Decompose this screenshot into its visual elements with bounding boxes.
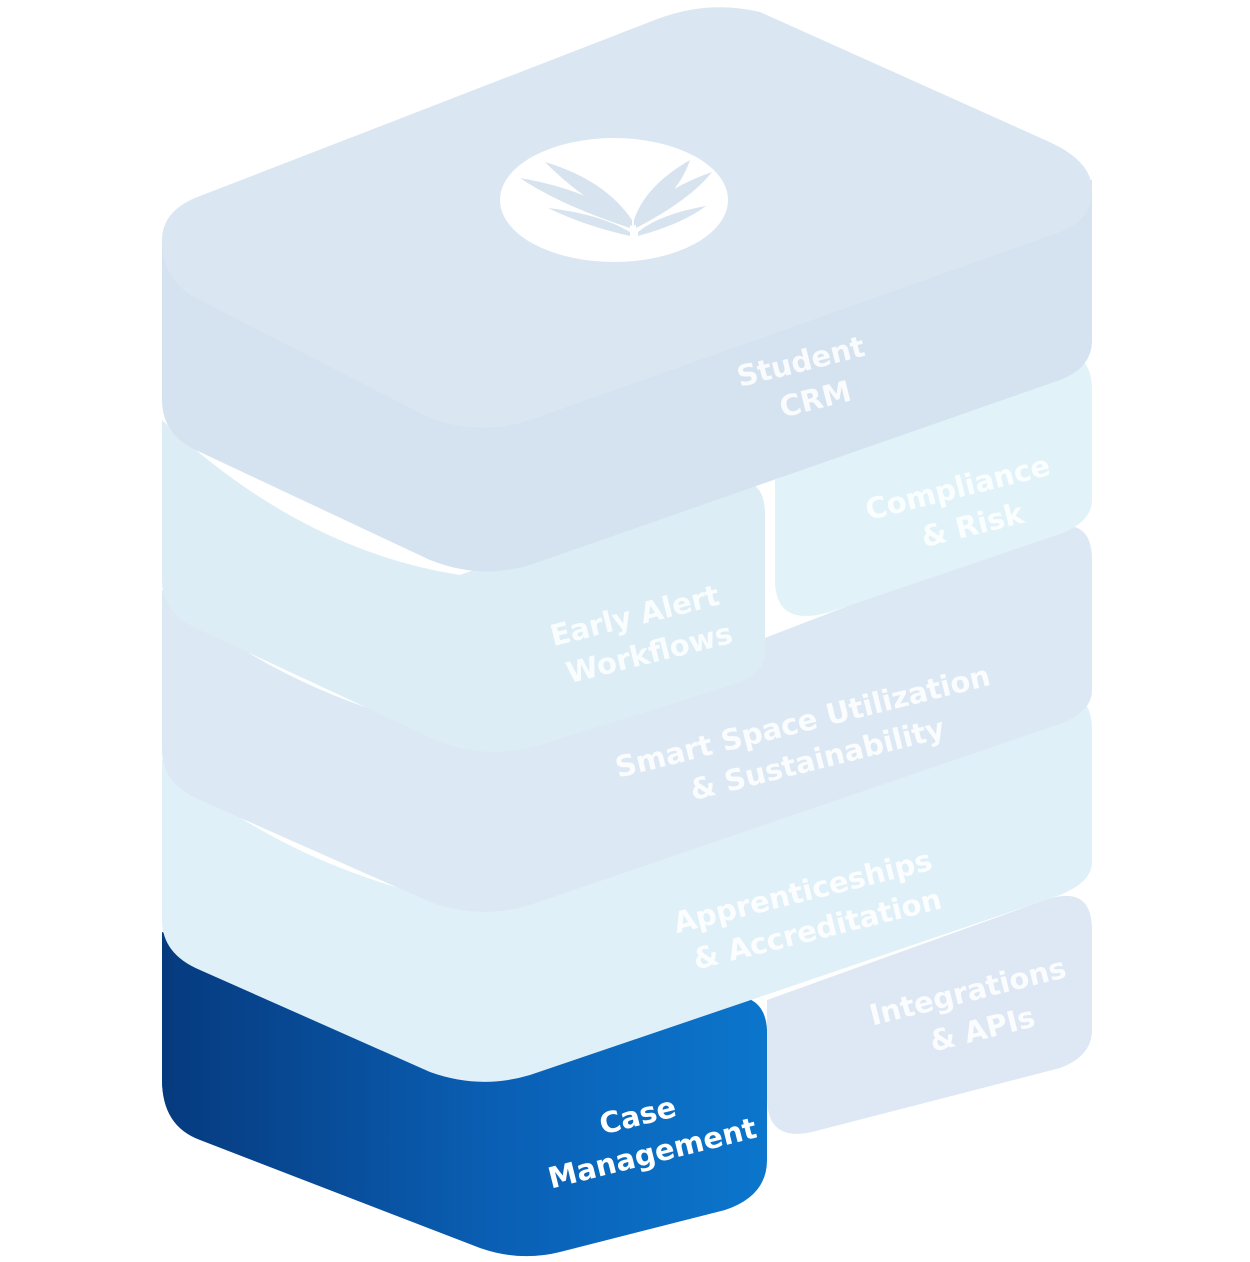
module-early-alert[interactable]: Early Alert Workflows [162, 420, 765, 752]
module-case-management[interactable]: Case Management [162, 932, 767, 1257]
integrations-block [767, 895, 1092, 1134]
logo-badge [500, 138, 728, 262]
module-integrations-apis[interactable]: Integrations & APIs [767, 895, 1092, 1134]
module-student-crm[interactable]: Student CRM [162, 7, 1092, 572]
module-compliance-risk[interactable]: Compliance & Risk [775, 355, 1092, 616]
compliance-block [775, 355, 1092, 616]
smart-space-block [162, 525, 1092, 912]
early-alert-block [162, 420, 765, 752]
module-smart-space[interactable]: Smart Space Utilization & Sustainability [162, 525, 1092, 912]
case-management-front [162, 932, 767, 1257]
leaf-logo-icon [520, 160, 712, 236]
